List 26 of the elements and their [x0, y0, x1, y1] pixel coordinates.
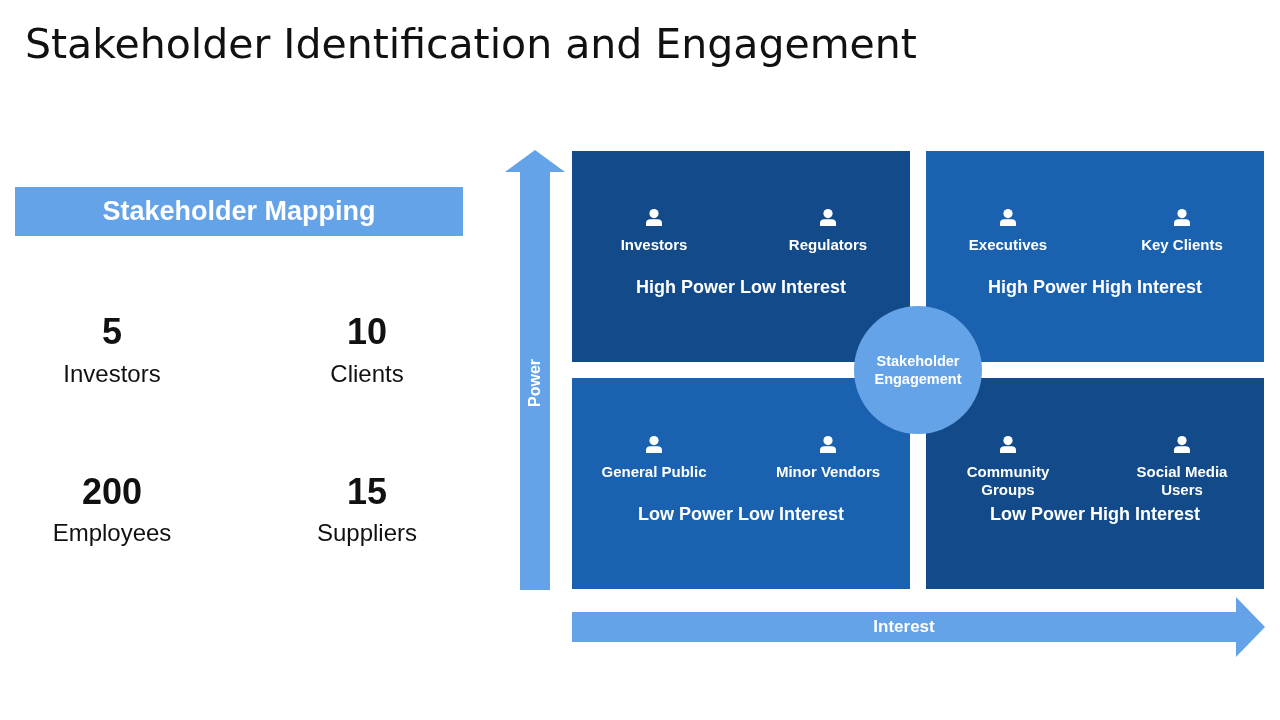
axis-label: Power — [525, 359, 544, 407]
stat-label: Suppliers — [316, 520, 418, 546]
stat-number: 10 — [347, 312, 387, 352]
quadrant-heading: Low Power High Interest — [990, 503, 1200, 525]
stat-label: Employees — [52, 520, 172, 546]
quadrant-heading: Low Power Low Interest — [638, 503, 844, 525]
stakeholder-name: Minor Vendors — [775, 463, 881, 481]
quadrant-heading: High Power Low Interest — [636, 276, 846, 298]
page-title: Stakeholder Identification and Engagement — [25, 19, 917, 69]
stakeholder-name: Social Media Users — [1135, 463, 1229, 499]
section-banner: Stakeholder Mapping — [15, 187, 463, 236]
stat-label: Clients — [330, 361, 404, 387]
axis-arrow — [572, 597, 1265, 657]
axis-label: Interest — [873, 617, 935, 637]
stat-number: 5 — [102, 312, 122, 352]
stakeholder-name: Executives — [968, 236, 1048, 254]
stat-number: 15 — [347, 472, 387, 512]
stakeholder-name: Community Groups — [965, 463, 1051, 499]
stakeholder-name: Regulators — [788, 236, 868, 254]
quadrant-heading: High Power High Interest — [988, 276, 1202, 298]
stakeholder-name: General Public — [601, 463, 707, 481]
stakeholder-name: Key Clients — [1141, 236, 1223, 254]
stakeholder-name: Investors — [620, 236, 688, 254]
stat-number: 200 — [81, 472, 143, 512]
axis-arrow — [505, 150, 565, 590]
stat-label: Investors — [63, 361, 161, 387]
